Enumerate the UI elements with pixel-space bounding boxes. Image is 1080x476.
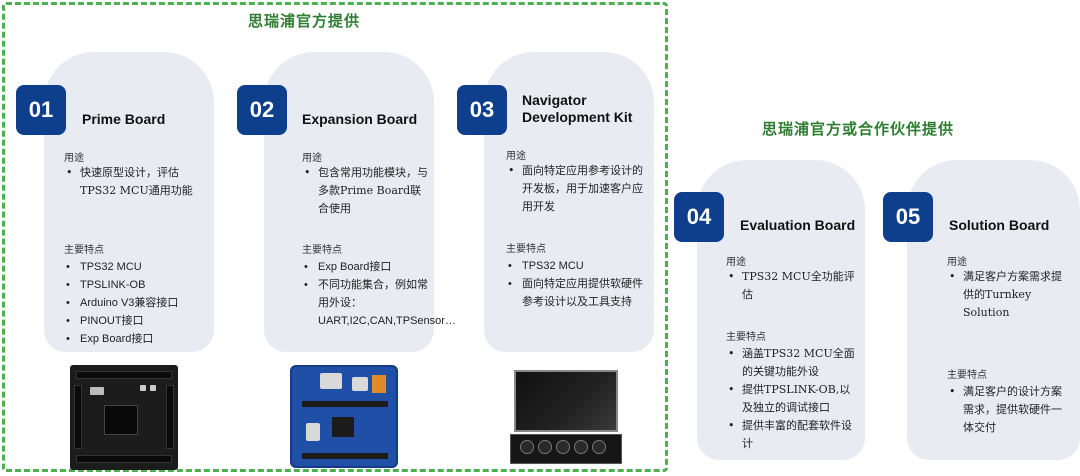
- card-number-badge: 04: [674, 192, 724, 242]
- partner-group-title: 思瑞浦官方或合作伙伴提供: [762, 120, 955, 138]
- usage-label: 用途: [302, 153, 322, 164]
- card-number-badge: 01: [16, 85, 66, 135]
- features-label: 主要特点: [302, 245, 342, 256]
- card-title: Navigator Development Kit: [522, 92, 633, 125]
- usage-list: 满足客户方案需求提供的Turnkey Solution: [947, 268, 1065, 322]
- prime-board-photo: [70, 365, 178, 470]
- list-item: 面向特定应用提供软硬件参考设计以及工具支持: [506, 275, 646, 311]
- list-item: 面向特定应用参考设计的开发板，用于加速客户应用开发: [506, 162, 646, 216]
- list-item: TPS32 MCU: [506, 257, 646, 275]
- list-item: 满足客户方案需求提供的Turnkey Solution: [947, 268, 1065, 322]
- usage-label: 用途: [64, 153, 84, 164]
- usage-list: 面向特定应用参考设计的开发板，用于加速客户应用开发: [506, 162, 646, 216]
- features-label: 主要特点: [726, 332, 766, 343]
- card-number-badge: 05: [883, 192, 933, 242]
- card-title: Prime Board: [82, 111, 166, 127]
- features-label: 主要特点: [947, 370, 987, 381]
- features-list: 满足客户的设计方案需求，提供软硬件一体交付: [947, 383, 1065, 437]
- usage-list: TPS32 MCU全功能评估: [726, 268, 856, 304]
- list-item: 满足客户的设计方案需求，提供软硬件一体交付: [947, 383, 1065, 437]
- card-title: Evaluation Board: [740, 217, 856, 233]
- usage-list: 快速原型设计，评估TPS32 MCU通用功能: [64, 164, 210, 200]
- usage-list: 包含常用功能模块，与多款Prime Board联合使用: [302, 164, 430, 218]
- features-list: TPS32 MCU TPSLINK-OB Arduino V3兼容接口 PINO…: [64, 258, 214, 348]
- usage-label: 用途: [947, 257, 967, 268]
- list-item: 涵盖TPS32 MCU全面的关键功能外设: [726, 345, 858, 381]
- official-group-title: 思瑞浦官方提供: [248, 12, 361, 30]
- navigator-kit-photo: [510, 368, 622, 466]
- features-list: Exp Board接口 不同功能集合，例如常用外设：UART,I2C,CAN,T…: [302, 258, 456, 330]
- card-number-badge: 03: [457, 85, 507, 135]
- list-item: TPSLINK-OB: [64, 276, 214, 294]
- list-item: 包含常用功能模块，与多款Prime Board联合使用: [302, 164, 430, 218]
- expansion-board-photo: [290, 365, 398, 468]
- card-title: Solution Board: [949, 217, 1050, 233]
- list-item: PINOUT接口: [64, 312, 214, 330]
- list-item: 快速原型设计，评估TPS32 MCU通用功能: [64, 164, 210, 200]
- features-label: 主要特点: [506, 244, 546, 255]
- list-item: TPS32 MCU全功能评估: [726, 268, 856, 304]
- list-item: Exp Board接口: [302, 258, 430, 276]
- list-item: 提供丰富的配套软件设计: [726, 417, 858, 453]
- usage-label: 用途: [726, 257, 746, 268]
- list-item: Arduino V3兼容接口: [64, 294, 214, 312]
- card-number-badge: 02: [237, 85, 287, 135]
- card-title: Expansion Board: [302, 111, 418, 127]
- list-item: 提供TPSLINK-OB,以及独立的调试接口: [726, 381, 858, 417]
- features-list: TPS32 MCU 面向特定应用提供软硬件参考设计以及工具支持: [506, 257, 646, 311]
- usage-label: 用途: [506, 151, 526, 162]
- list-item: TPS32 MCU: [64, 258, 214, 276]
- list-item: 不同功能集合，例如常用外设：UART,I2C,CAN,TPSensor…: [302, 276, 456, 330]
- features-list: 涵盖TPS32 MCU全面的关键功能外设 提供TPSLINK-OB,以及独立的调…: [726, 345, 858, 453]
- official-group-frame: [2, 2, 668, 472]
- features-label: 主要特点: [64, 245, 104, 256]
- list-item: Exp Board接口: [64, 330, 214, 348]
